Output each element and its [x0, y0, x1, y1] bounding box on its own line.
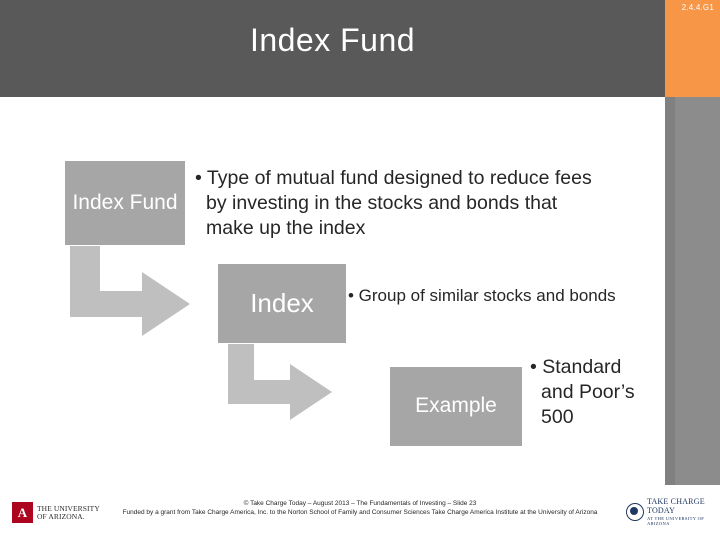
university-logo-line1: THE UNIVERSITY	[37, 503, 100, 513]
take-charge-today-mark-icon	[626, 503, 644, 521]
university-shield-icon: A	[12, 502, 33, 523]
bullet-3-text: • Standard and Poor’s 500	[530, 356, 635, 428]
arrow-connector-1	[70, 246, 190, 336]
box-index-label: Index	[250, 288, 314, 319]
box-example-label: Example	[415, 394, 497, 418]
bullet-text-index: • Group of similar stocks and bonds	[348, 285, 638, 307]
right-side-bar-divider	[665, 97, 675, 485]
take-charge-today-logo: TAKE CHARGE TODAY AT THE UNIVERSITY OF A…	[626, 497, 714, 526]
right-side-bar	[675, 97, 720, 485]
box-index-fund-label: Index Fund	[72, 190, 178, 214]
box-index: Index	[218, 264, 346, 343]
bullet-1-text: • Type of mutual fund designed to reduce…	[195, 167, 592, 239]
page-title: Index Fund	[249, 22, 416, 58]
arrow-connector-2	[228, 344, 332, 420]
box-index-fund: Index Fund	[65, 161, 185, 245]
bullet-2-text: • Group of similar stocks and bonds	[348, 286, 616, 305]
slide-code: 2.4.4.G1	[681, 3, 714, 12]
header-band	[0, 0, 720, 97]
box-example: Example	[390, 367, 522, 446]
footer-credits: © Take Charge Today – August 2013 – The …	[80, 499, 640, 518]
take-charge-today-logo-text: TAKE CHARGE TODAY AT THE UNIVERSITY OF A…	[647, 497, 714, 526]
header-accent-block	[665, 0, 720, 97]
university-logo: A THE UNIVERSITY OF ARIZONA.	[12, 500, 107, 525]
footer-copyright: © Take Charge Today – August 2013 – The …	[243, 500, 477, 507]
take-charge-today-line2: AT THE UNIVERSITY OF ARIZONA	[647, 515, 705, 526]
university-logo-line2: OF ARIZONA.	[37, 511, 85, 521]
university-logo-text: THE UNIVERSITY OF ARIZONA.	[37, 503, 100, 521]
bullet-text-example: • Standard and Poor’s 500	[530, 355, 650, 430]
take-charge-today-line1: TAKE CHARGE TODAY	[647, 497, 705, 515]
footer-funding: Funded by a grant from Take Charge Ameri…	[122, 509, 598, 517]
bullet-text-index-fund: • Type of mutual fund designed to reduce…	[195, 166, 595, 241]
